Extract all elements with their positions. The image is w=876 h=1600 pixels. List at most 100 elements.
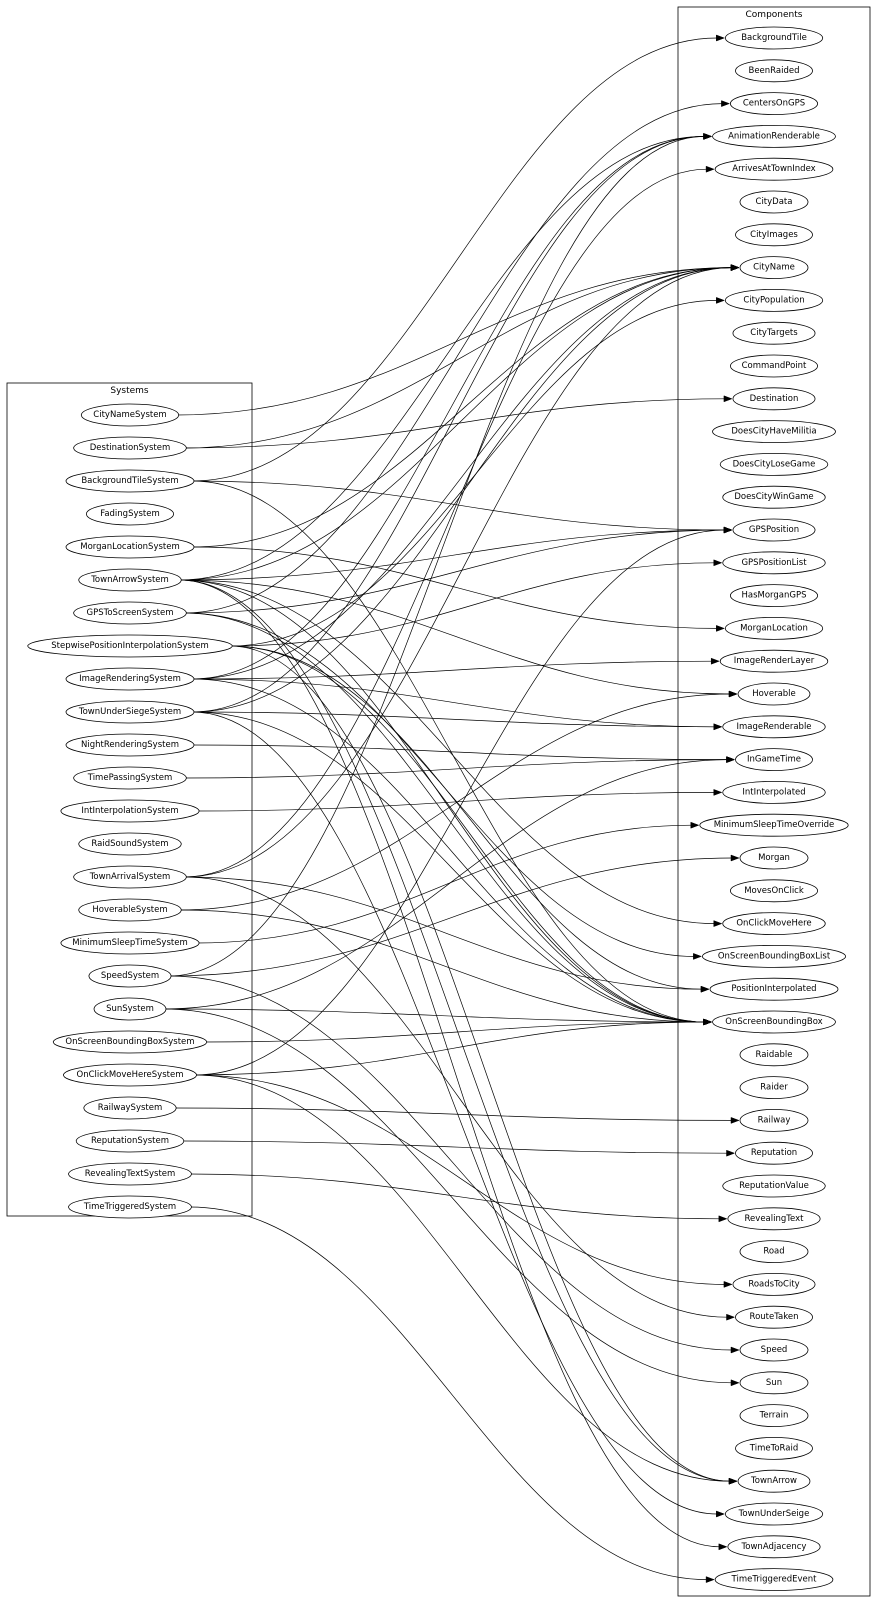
edge-image-rendering-system-to-image-render-layer: [191, 657, 720, 680]
component-label: AnimationRenderable: [728, 131, 820, 141]
edge-gps-to-screen-system-to-on-screen-bounding-box: [184, 612, 713, 1026]
component-label: Railway: [758, 1115, 791, 1125]
arrowhead: [718, 1215, 728, 1223]
system-label: MorganLocationSystem: [80, 542, 180, 552]
arrowhead: [705, 1576, 715, 1583]
component-ellipse: [737, 1469, 811, 1493]
arrowhead: [721, 100, 731, 107]
edge-line: [179, 267, 733, 581]
system-label: ReputationSystem: [91, 1136, 169, 1146]
system-ellipse: [93, 997, 167, 1021]
component-node-command-point: CommandPoint: [730, 354, 819, 378]
edge-line: [191, 136, 705, 713]
component-ellipse: [735, 223, 813, 247]
edge-town-arrow-system-to-on-click-move-here: [179, 579, 723, 927]
component-label: Sun: [766, 1378, 782, 1388]
component-label: OnScreenBoundingBox: [725, 1017, 822, 1027]
component-node-hoverable: Hoverable: [737, 682, 811, 706]
arrowhead: [723, 1281, 733, 1288]
edge-line: [179, 909, 705, 1023]
component-node-route-taken: RouteTaken: [735, 1305, 813, 1329]
component-label: Hoverable: [752, 689, 796, 699]
edge-line: [179, 579, 705, 1023]
component-node-position-interpolated: PositionInterpolated: [709, 977, 839, 1001]
system-label: HoverableSystem: [92, 905, 167, 915]
edge-line: [184, 168, 708, 878]
edge-image-rendering-system-to-city-name: [191, 264, 740, 680]
arrowhead: [723, 526, 733, 534]
component-ellipse: [739, 1109, 809, 1132]
system-node-reputation-system: ReputationSystem: [75, 1129, 185, 1153]
system-ellipse: [73, 865, 187, 889]
system-node-background-tile-system: BackgroundTileSystem: [65, 469, 195, 493]
component-ellipse: [739, 1371, 809, 1395]
component-node-time-to-raid: TimeToRaid: [735, 1437, 813, 1460]
component-node-reputation-value: ReputationValue: [722, 1174, 826, 1198]
edge-line: [191, 546, 718, 629]
system-label: GPSToScreenSystem: [87, 608, 174, 618]
component-label: TownAdjacency: [741, 1542, 807, 1552]
arrowhead: [703, 1018, 713, 1026]
edge-line: [169, 857, 733, 977]
arrowhead: [716, 34, 726, 42]
component-label: DoesCityLoseGame: [733, 459, 816, 469]
component-label: Destination: [750, 394, 799, 404]
component-node-has-morgan-gps: HasMorganGPS: [730, 584, 819, 607]
system-node-minimum-sleep-time-system: MinimumSleepTimeSystem: [60, 931, 200, 955]
component-node-arrives-at-town-index: ArrivesAtTownIndex: [714, 157, 834, 181]
component-ellipse: [739, 1043, 809, 1067]
edge-gps-to-screen-system-to-gps-position: [184, 526, 733, 614]
component-ellipse: [739, 1338, 809, 1362]
component-ellipse: [730, 879, 819, 903]
edge-stepwise-position-interpolation-system-to-gps-position-list: [230, 559, 723, 647]
system-node-night-rendering-system: NightRenderingSystem: [65, 733, 195, 757]
edge-line: [179, 529, 725, 581]
edge-line: [194, 1074, 731, 1482]
component-node-sun: Sun: [739, 1371, 809, 1395]
edge-line: [181, 1140, 728, 1154]
edge-line: [194, 529, 725, 1076]
arrowhead: [705, 165, 715, 173]
component-node-image-renderable: ImageRenderable: [722, 715, 826, 739]
component-label: HasMorganGPS: [741, 591, 806, 601]
edge-background-tile-system-to-on-screen-bounding-box: [191, 480, 713, 1026]
component-label: Raider: [760, 1083, 788, 1093]
component-label: RouteTaken: [750, 1312, 799, 1322]
arrowhead: [713, 789, 723, 796]
edge-line: [230, 300, 718, 647]
edge-stepwise-position-interpolation-system-to-position-interpolated: [230, 645, 710, 993]
edge-line: [191, 267, 733, 713]
edge-line: [163, 759, 728, 1010]
component-ellipse: [712, 420, 836, 444]
component-node-in-game-time: InGameTime: [735, 748, 813, 771]
system-node-city-name-system: CityNameSystem: [80, 403, 180, 427]
system-node-town-arrival-system: TownArrivalSystem: [73, 865, 187, 889]
arrowhead: [718, 1543, 728, 1551]
arrowhead: [713, 723, 723, 731]
component-node-does-city-have-militia: DoesCityHaveMilitia: [712, 420, 836, 444]
edge-line: [184, 267, 733, 449]
arrowhead: [716, 297, 726, 304]
edge-line: [184, 103, 723, 614]
component-label: CityName: [753, 263, 795, 273]
component-label: BeenRaided: [749, 66, 800, 76]
system-label: TimePassingSystem: [87, 773, 172, 783]
component-ellipse: [722, 551, 826, 575]
edge-speed-system-to-speed: [169, 975, 740, 1354]
component-ellipse: [735, 1305, 813, 1329]
component-ellipse: [730, 584, 819, 607]
component-ellipse: [739, 846, 809, 870]
component-label: CommandPoint: [742, 361, 807, 371]
system-ellipse: [86, 502, 174, 526]
edge-speed-system-to-morgan: [169, 854, 740, 977]
arrowhead: [726, 1313, 736, 1321]
edge-line: [191, 744, 728, 760]
component-label: OnClickMoveHere: [736, 919, 811, 929]
component-node-morgan: Morgan: [739, 846, 809, 870]
edge-town-arrival-system-to-arrives-at-town-index: [184, 165, 715, 878]
system-label: SunSystem: [106, 1004, 154, 1014]
edge-line: [174, 1107, 733, 1121]
component-node-does-city-lose-game: DoesCityLoseGame: [719, 452, 829, 476]
arrowhead: [703, 133, 713, 140]
system-label: TimeTriggeredSystem: [83, 1202, 176, 1212]
